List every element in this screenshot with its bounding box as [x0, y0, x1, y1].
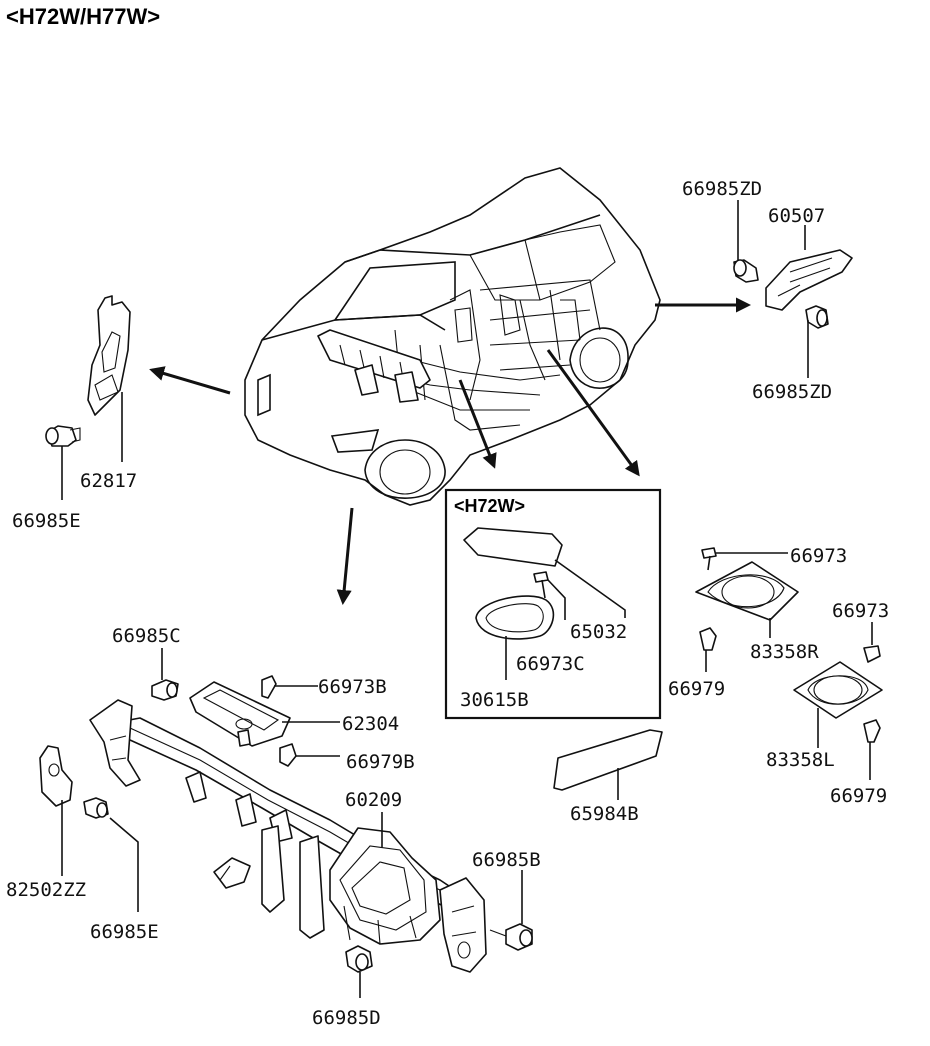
label-66985ZD-top: 66985ZD [682, 178, 762, 200]
label-30615B: 30615B [460, 689, 529, 711]
part-66985E-bolt [83, 797, 139, 912]
part-60209-panel-reinforcement [89, 699, 487, 973]
label-66985ZD-bottom: 66985ZD [752, 381, 832, 403]
label-66985E-left: 66985E [12, 510, 81, 532]
label-65984B: 65984B [570, 803, 639, 825]
label-66973-a: 66973 [790, 545, 847, 567]
part-62304-bracket [189, 675, 340, 767]
inset-title: <H72W> [454, 496, 525, 516]
part-66985D-bolt [345, 945, 373, 998]
inset-h72w [444, 488, 662, 720]
label-60507: 60507 [768, 205, 825, 227]
label-62304: 62304 [342, 713, 399, 735]
part-60507-bracket [733, 200, 853, 378]
label-66985E-bottom: 66985E [90, 921, 159, 943]
label-66973B: 66973B [318, 676, 387, 698]
label-83358L: 83358L [766, 749, 835, 771]
part-83358L-speaker-cover [793, 622, 883, 780]
label-66979-a: 66979 [668, 678, 725, 700]
vehicle-illustration [244, 167, 661, 506]
label-66985B: 66985B [472, 849, 541, 871]
label-66985D: 66985D [312, 1007, 381, 1029]
label-83358R: 83358R [750, 641, 819, 663]
part-65984B-strip [553, 729, 663, 800]
part-66985C-bolt [151, 648, 179, 701]
label-66973C: 66973C [516, 653, 585, 675]
label-66979-b: 66979 [830, 785, 887, 807]
diagram-title: <H72W/H77W> [6, 4, 160, 29]
label-62817: 62817 [80, 470, 137, 492]
callout-arrows [149, 297, 751, 605]
label-60209: 60209 [345, 789, 402, 811]
label-65032: 65032 [570, 621, 627, 643]
label-66985C: 66985C [112, 625, 181, 647]
part-83358R-speaker-cover [695, 547, 799, 672]
label-82502ZZ: 82502ZZ [6, 879, 86, 901]
part-62817-bracket [45, 295, 131, 500]
part-82502ZZ-bracket [39, 745, 73, 876]
part-66985B-bolt [489, 870, 533, 951]
label-66973-b: 66973 [832, 600, 889, 622]
label-66979B: 66979B [346, 751, 415, 773]
